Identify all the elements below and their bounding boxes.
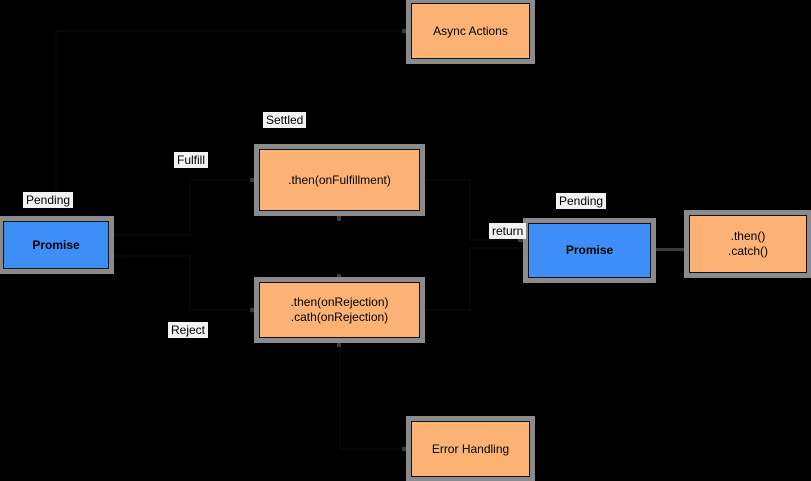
edge-rejection-to-error [339, 339, 410, 450]
edge-rejection-to-promise-right [421, 247, 527, 311]
node-then-on-fulfillment-label: .then(onFulfillment) [288, 172, 391, 187]
node-error-handling[interactable]: Error Handling [406, 416, 535, 481]
stub-rejection-bottom [337, 339, 341, 347]
node-promise-left[interactable]: Promise [0, 216, 114, 274]
node-then-on-fulfillment[interactable]: .then(onFulfillment) [254, 144, 425, 216]
edge-label-pending-right: Pending [556, 193, 607, 209]
node-then-catch-line1: .then() [730, 229, 766, 243]
node-async-actions[interactable]: Async Actions [406, 0, 535, 64]
node-promise-left-label: Promise [32, 237, 80, 252]
node-then-on-rejection[interactable]: .then(onRejection) .cath(onRejection) [254, 277, 425, 343]
edge-label-reject: Reject [168, 322, 209, 338]
edge-promise-to-fulfillment [110, 179, 258, 236]
node-async-actions-label: Async Actions [433, 23, 508, 38]
node-error-handling-label: Error Handling [431, 441, 510, 456]
node-then-on-rejection-line2: .cath(onRejection) [290, 310, 389, 324]
edge-label-settled: Settled [263, 112, 307, 128]
edge-label-return: return [489, 223, 527, 239]
edge-label-pending-left: Pending [23, 192, 74, 208]
node-then-catch-line2: .catch() [727, 244, 768, 258]
node-then-on-rejection-text: .then(onRejection) .cath(onRejection) [290, 295, 388, 325]
node-then-catch-text: .then() .catch() [728, 229, 768, 259]
node-then-on-rejection-line1: .then(onRejection) [290, 295, 389, 309]
edge-promise-to-rejection [110, 255, 258, 311]
edge-label-fulfill: Fulfill [174, 152, 209, 168]
node-then-catch[interactable]: .then() .catch() [684, 210, 811, 278]
node-promise-right-label: Promise [565, 243, 614, 257]
node-promise-right[interactable]: Promise [523, 218, 656, 283]
